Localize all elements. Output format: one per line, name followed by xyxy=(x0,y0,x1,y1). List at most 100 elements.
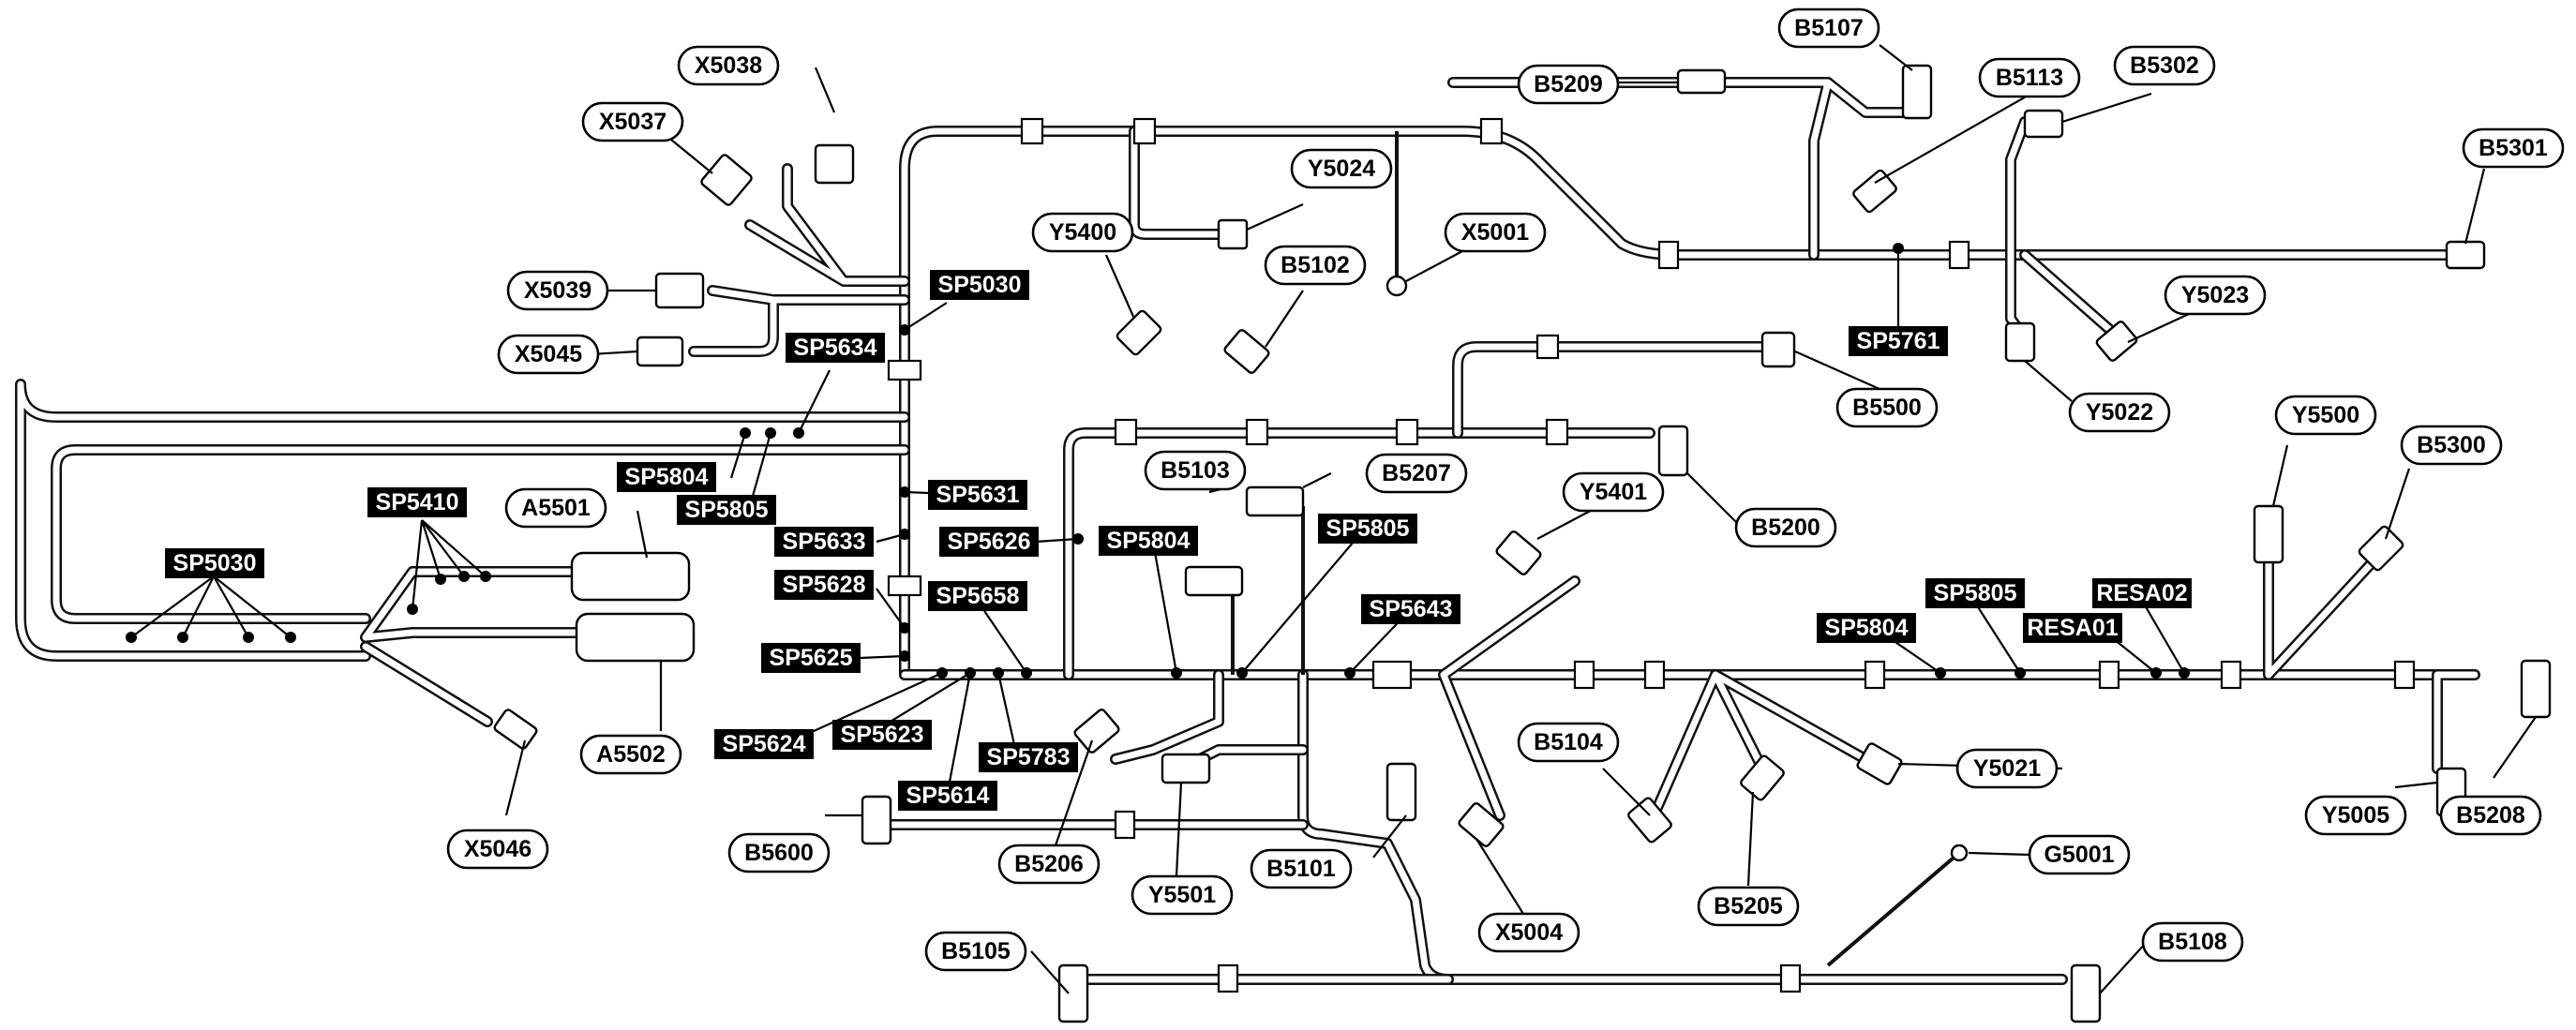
connector-bodies xyxy=(493,64,2552,1023)
connector-label-B5107: B5107 xyxy=(1777,7,1880,49)
connector-label-B5600: B5600 xyxy=(727,832,831,873)
svg-text:SP5631: SP5631 xyxy=(936,482,1020,508)
svg-text:B5103: B5103 xyxy=(1161,457,1230,484)
connector-label-B5113: B5113 xyxy=(1978,57,2081,98)
splice-label-SP5623: SP5623 xyxy=(832,720,932,750)
connector-label-Y5024: Y5024 xyxy=(1290,148,1393,189)
splice-label-SP5643: SP5643 xyxy=(1361,594,1460,624)
connector-label-X5004: X5004 xyxy=(1477,912,1580,953)
svg-text:SP5633: SP5633 xyxy=(783,529,866,555)
svg-text:B5107: B5107 xyxy=(1794,15,1864,41)
connector-label-X5039: X5039 xyxy=(506,270,609,311)
splice-label-SP5805-right: SP5805 xyxy=(1925,578,2025,608)
svg-text:SP5030: SP5030 xyxy=(938,272,1022,298)
splice-label-SP5658: SP5658 xyxy=(928,581,1027,611)
svg-text:SP5628: SP5628 xyxy=(783,572,866,598)
svg-text:SP5030: SP5030 xyxy=(173,550,257,576)
connector-label-B5300: B5300 xyxy=(2400,425,2503,466)
svg-text:B5101: B5101 xyxy=(1266,856,1336,882)
svg-text:X5045: X5045 xyxy=(515,341,582,367)
svg-text:B5108: B5108 xyxy=(2158,929,2227,955)
splice-label-SP5625: SP5625 xyxy=(761,643,861,673)
connector-label-A5502: A5502 xyxy=(579,734,682,775)
svg-text:B5207: B5207 xyxy=(1382,460,1451,486)
connector-labels: X5038 X5037 X5039 X5045 A5501 A5502 X504… xyxy=(446,7,2565,972)
svg-text:B5104: B5104 xyxy=(1534,729,1603,755)
svg-text:G5001: G5001 xyxy=(2044,842,2114,868)
splice-label-SP5633: SP5633 xyxy=(774,527,874,557)
svg-text:Y5022: Y5022 xyxy=(2086,399,2153,425)
svg-text:B5200: B5200 xyxy=(1751,515,1820,541)
connector-label-B5105: B5105 xyxy=(924,931,1027,972)
connector-label-B5102: B5102 xyxy=(1264,245,1367,286)
svg-text:X5037: X5037 xyxy=(599,109,666,135)
svg-text:SP5804: SP5804 xyxy=(1825,615,1909,641)
svg-text:SP5805: SP5805 xyxy=(685,497,769,523)
connector-label-B5103: B5103 xyxy=(1144,450,1247,491)
svg-text:Y5400: Y5400 xyxy=(1049,219,1116,246)
splice-label-SP5631: SP5631 xyxy=(928,480,1027,510)
splice-label-SP5804-mid: SP5804 xyxy=(1099,526,1198,556)
connector-label-B5200: B5200 xyxy=(1734,507,1837,548)
svg-text:SP5625: SP5625 xyxy=(770,645,853,671)
svg-text:B5500: B5500 xyxy=(1852,395,1922,421)
svg-text:SP5658: SP5658 xyxy=(936,583,1020,609)
svg-text:SP5783: SP5783 xyxy=(987,744,1071,770)
connector-label-Y5400: Y5400 xyxy=(1031,212,1134,253)
splice-label-SP5624: SP5624 xyxy=(714,729,814,759)
connector-label-X5037: X5037 xyxy=(581,101,684,142)
svg-text:SP5805: SP5805 xyxy=(1326,515,1410,542)
splice-label-RESA02: RESA02 xyxy=(2092,578,2192,608)
connector-label-Y5023: Y5023 xyxy=(2164,275,2267,316)
svg-text:SP5410: SP5410 xyxy=(376,489,459,515)
connector-label-Y5022: Y5022 xyxy=(2068,392,2171,433)
svg-text:X5004: X5004 xyxy=(1495,919,1563,946)
connector-label-B5104: B5104 xyxy=(1517,722,1620,763)
svg-text:B5208: B5208 xyxy=(2456,802,2525,828)
svg-text:B5205: B5205 xyxy=(1714,893,1783,919)
svg-text:SP5804: SP5804 xyxy=(625,464,709,490)
connector-label-Y5005: Y5005 xyxy=(2304,795,2407,836)
connector-label-Y5021: Y5021 xyxy=(1955,748,2059,789)
connector-label-Y5500: Y5500 xyxy=(2274,395,2377,436)
connector-label-Y5501: Y5501 xyxy=(1131,874,1234,916)
svg-text:Y5023: Y5023 xyxy=(2181,282,2249,308)
connector-label-X5038: X5038 xyxy=(677,45,780,86)
splice-label-SP5783: SP5783 xyxy=(979,742,1078,772)
connector-label-B5101: B5101 xyxy=(1250,848,1353,889)
splice-label-RESA01: RESA01 xyxy=(2023,613,2122,643)
connector-label-G5001: G5001 xyxy=(2028,834,2131,875)
svg-text:B5113: B5113 xyxy=(1996,65,2063,91)
splice-label-SP5804-left: SP5804 xyxy=(617,462,716,492)
connector-label-X5046: X5046 xyxy=(446,828,549,870)
svg-text:B5301: B5301 xyxy=(2479,135,2548,161)
svg-text:A5502: A5502 xyxy=(596,741,666,768)
connector-label-X5001: X5001 xyxy=(1444,212,1547,253)
splice-label-SP5804-right: SP5804 xyxy=(1817,613,1916,643)
svg-text:Y5401: Y5401 xyxy=(1580,479,1647,505)
svg-text:SP5626: SP5626 xyxy=(948,529,1031,555)
svg-text:Y5024: Y5024 xyxy=(1308,156,1375,182)
svg-text:A5501: A5501 xyxy=(521,495,591,521)
connector-label-B5205: B5205 xyxy=(1697,886,1800,927)
svg-text:B5105: B5105 xyxy=(941,938,1011,964)
connector-label-B5301: B5301 xyxy=(2462,127,2565,169)
connector-label-B5302: B5302 xyxy=(2113,45,2216,86)
connector-label-B5208: B5208 xyxy=(2439,795,2542,836)
splice-label-SP5614: SP5614 xyxy=(898,781,997,811)
svg-text:Y5500: Y5500 xyxy=(2292,402,2359,428)
svg-text:Y5021: Y5021 xyxy=(1973,755,2041,782)
svg-text:B5206: B5206 xyxy=(1014,851,1084,877)
connector-label-X5045: X5045 xyxy=(497,334,600,375)
splice-label-SP5628: SP5628 xyxy=(774,570,874,600)
splice-label-SP5030-top: SP5030 xyxy=(930,270,1029,300)
svg-text:SP5805: SP5805 xyxy=(1934,580,2017,606)
svg-text:B5300: B5300 xyxy=(2417,432,2486,458)
svg-text:B5209: B5209 xyxy=(1534,71,1603,97)
connector-label-B5206: B5206 xyxy=(997,843,1101,885)
svg-text:B5600: B5600 xyxy=(744,840,814,866)
svg-text:X5046: X5046 xyxy=(464,836,532,862)
splice-label-SP5634: SP5634 xyxy=(786,333,885,363)
svg-text:SP5614: SP5614 xyxy=(906,783,990,809)
svg-text:SP5624: SP5624 xyxy=(723,731,806,757)
